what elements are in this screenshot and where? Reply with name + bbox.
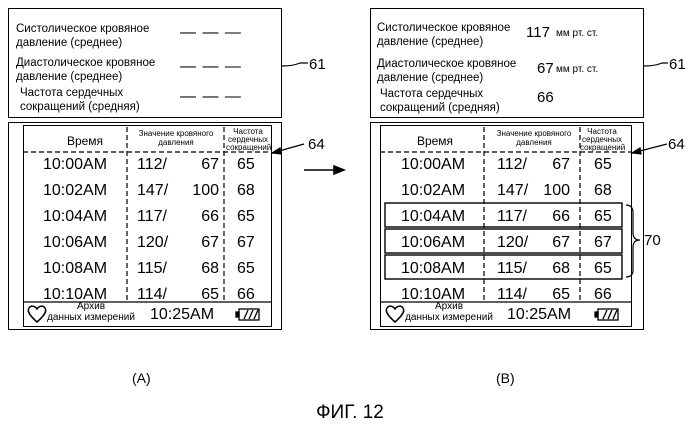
row-heart-rate: 68 xyxy=(237,182,255,200)
archive-label-line1-b: Архив xyxy=(404,302,494,312)
ref-70: 70 xyxy=(644,232,661,249)
row-systolic-b: 114/ xyxy=(497,286,527,304)
systolic-label-line2-b: давление (среднее) xyxy=(377,36,483,49)
row-heart-rate: 65 xyxy=(237,260,255,278)
row-systolic: 114/ xyxy=(137,286,167,304)
diastolic-label-line1: Диастолическое кровяное xyxy=(16,57,155,70)
header-hr-line3: сокращений xyxy=(226,144,270,153)
row-diastolic: 67 xyxy=(201,156,219,174)
header-hr-line3-b: сокращений xyxy=(580,144,624,153)
systolic-value: 117 xyxy=(526,24,550,41)
row-heart-rate-b: 65 xyxy=(594,156,612,174)
row-systolic-b: 120/ xyxy=(497,234,528,252)
transition-arrow xyxy=(304,166,344,174)
row-systolic: 115/ xyxy=(137,260,167,278)
row-time-b: 10:08AM xyxy=(401,260,465,278)
diastolic-label-line2: давление (среднее) xyxy=(16,71,122,84)
figure-title: ФИГ. 12 xyxy=(0,402,700,424)
row-systolic-b: 112/ xyxy=(497,156,527,174)
systolic-unit: мм рт. ст. xyxy=(556,28,598,39)
panel-label-a: (A) xyxy=(132,370,151,386)
row-heart-rate-b: 65 xyxy=(594,260,612,278)
panel-label-b: (B) xyxy=(496,370,515,386)
row-heart-rate: 67 xyxy=(237,234,255,252)
row-time: 10:08AM xyxy=(43,260,107,278)
row-systolic-b: 117/ xyxy=(497,208,527,226)
archive-label-line1: Архив xyxy=(46,302,136,312)
clock-a: 10:25AM xyxy=(150,306,214,324)
row-time-b: 10:06AM xyxy=(401,234,465,252)
heart-rate-label-line1-b: Частота сердечных xyxy=(380,88,483,101)
row-diastolic: 68 xyxy=(201,260,219,278)
archive-label-line2-b: данных измерений xyxy=(404,313,494,323)
row-heart-rate-b: 65 xyxy=(594,208,612,226)
row-systolic: 117/ xyxy=(137,208,167,226)
row-systolic-b: 115/ xyxy=(497,260,527,278)
systolic-label-line2: давление (среднее) xyxy=(16,37,122,50)
row-diastolic-b: 67 xyxy=(552,234,570,252)
systolic-label-line1: Систолическое кровяное xyxy=(16,23,149,36)
row-diastolic: 66 xyxy=(201,208,219,226)
header-time: Время xyxy=(55,134,115,148)
row-time: 10:04AM xyxy=(43,208,107,226)
clock-b: 10:25AM xyxy=(507,306,571,324)
ref-61-a: 61 xyxy=(309,56,326,73)
header-bp-line2-b: давления xyxy=(486,139,582,148)
row-time: 10:06AM xyxy=(43,234,107,252)
header-time-b: Время xyxy=(405,134,465,148)
row-systolic: 120/ xyxy=(137,234,168,252)
ref-64-a: 64 xyxy=(308,136,325,153)
heart-rate-value: 66 xyxy=(537,89,554,106)
heart-rate-label-line2-b: сокращений (средняя) xyxy=(380,102,500,115)
diastolic-value: 67 xyxy=(537,60,554,77)
row-diastolic-b: 65 xyxy=(552,286,570,304)
heart-rate-blank: — — — xyxy=(180,88,242,106)
row-heart-rate: 65 xyxy=(237,156,255,174)
systolic-label-line1-b: Систолическое кровяное xyxy=(377,22,510,35)
diastolic-label-line1-b: Диастолическое кровяное xyxy=(377,58,516,71)
row-diastolic-b: 67 xyxy=(552,156,570,174)
row-time: 10:00AM xyxy=(43,156,107,174)
row-diastolic: 100 xyxy=(192,182,219,200)
row-heart-rate: 65 xyxy=(237,208,255,226)
row-time-b: 10:04AM xyxy=(401,208,465,226)
row-heart-rate-b: 66 xyxy=(594,286,612,304)
row-diastolic-b: 66 xyxy=(552,208,570,226)
row-time-b: 10:02AM xyxy=(401,182,465,200)
heart-rate-label-line2: сокращений (средняя) xyxy=(20,101,140,114)
row-heart-rate: 66 xyxy=(237,286,255,304)
row-heart-rate-b: 67 xyxy=(594,234,612,252)
systolic-blank: — — — xyxy=(180,24,242,42)
diastolic-unit: мм рт. ст. xyxy=(556,64,598,75)
row-systolic: 147/ xyxy=(137,182,168,200)
row-diastolic: 67 xyxy=(201,234,219,252)
row-systolic-b: 147/ xyxy=(497,182,528,200)
header-bp-line2: давления xyxy=(128,139,224,148)
row-heart-rate-b: 68 xyxy=(594,182,612,200)
heart-rate-label-line1: Частота сердечных xyxy=(20,87,123,100)
diastolic-label-line2-b: давление (среднее) xyxy=(377,72,483,85)
row-diastolic-b: 68 xyxy=(552,260,570,278)
row-diastolic: 65 xyxy=(201,286,219,304)
row-systolic: 112/ xyxy=(137,156,167,174)
diastolic-blank: — — — xyxy=(180,58,242,76)
ref-64-b: 64 xyxy=(668,136,685,153)
row-diastolic-b: 100 xyxy=(543,182,570,200)
ref-61-b: 61 xyxy=(669,56,686,73)
archive-label-line2: данных измерений xyxy=(46,313,136,323)
row-time-b: 10:00AM xyxy=(401,156,465,174)
row-time: 10:02AM xyxy=(43,182,107,200)
